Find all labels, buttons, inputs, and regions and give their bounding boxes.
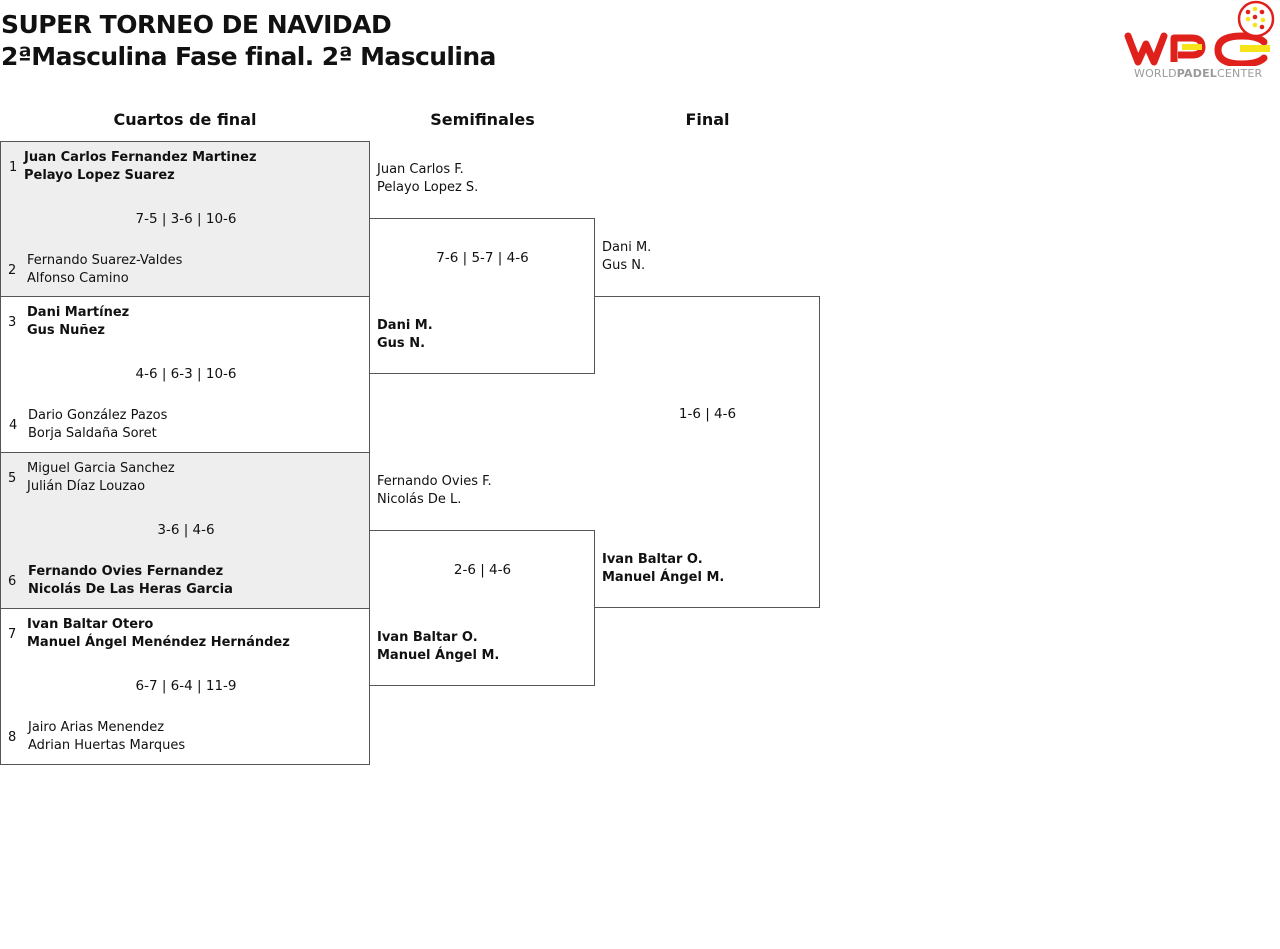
final-team-top: Dani M. Gus N. [602,239,651,275]
player-name: Nicolás De Las Heras Garcia [28,582,233,597]
logo-wordmark: WORLDPADELCENTER [1134,67,1263,80]
quarterfinal-match-1: 1 Juan Carlos Fernandez Martinez Pelayo … [0,141,370,297]
semifinal-match-1: 7-6 | 5-7 | 4-6 Dani M. Gus N. [370,218,595,374]
wpc-logo-mark [1124,0,1275,68]
player-name: Gus N. [377,336,426,351]
quarterfinal-match-3: 5 Miguel Garcia Sanchez Julián Díaz Louz… [0,453,370,609]
match-score: 4-6 | 6-3 | 10-6 [135,366,237,382]
player-name: Manuel Ángel Menéndez Hernández [27,635,290,650]
player-name: Ivan Baltar Otero [27,617,154,632]
team-names: Fernando Suarez-Valdes Alfonso Camino [27,252,182,288]
seed-number: 4 [9,418,18,433]
team-names-winner: Dani Martínez Gus Nuñez [27,304,129,340]
draw-subtitle: 2ªMasculina Fase final. 2ª Masculina [1,42,496,71]
wpc-logo: WORLDPADELCENTER [1122,0,1280,86]
player-name: Fernando Ovies F. [377,474,492,489]
semifinal-match-2: 2-6 | 4-6 Ivan Baltar O. Manuel Ángel M. [370,530,595,686]
team-names-winner: Ivan Baltar O. Manuel Ángel M. [602,551,724,587]
team-names-winner: Dani M. Gus N. [377,317,433,353]
quarterfinal-match-4: 7 Ivan Baltar Otero Manuel Ángel Menénde… [0,609,370,765]
match-score: 7-5 | 3-6 | 10-6 [135,211,237,227]
team-names-winner: Ivan Baltar Otero Manuel Ángel Menéndez … [27,616,290,652]
player-name: Fernando Suarez-Valdes [27,253,183,268]
round-header-quarterfinals: Cuartos de final [113,110,257,129]
match-score: 3-6 | 4-6 [157,522,215,538]
seed-number: 2 [8,263,17,278]
final-match: 1-6 | 4-6 Ivan Baltar O. Manuel Ángel M. [595,296,820,608]
match-score: 6-7 | 6-4 | 11-9 [135,678,237,694]
match-score: 7-6 | 5-7 | 4-6 [436,250,529,266]
team-names: Jairo Arias Menendez Adrian Huertas Marq… [28,719,185,755]
player-name: Borja Saldaña Soret [28,426,157,441]
player-name: Alfonso Camino [27,271,129,286]
player-name: Dario González Pazos [28,408,168,423]
player-name: Ivan Baltar O. [377,630,478,645]
player-name: Gus Nuñez [27,323,105,338]
player-name: Dani Martínez [27,305,130,320]
player-name: Juan Carlos Fernandez Martinez [24,150,257,165]
player-name: Dani M. [602,240,652,255]
player-name: Juan Carlos F. [377,162,464,177]
seed-number: 1 [9,160,18,175]
match-score: 2-6 | 4-6 [453,562,512,578]
match-score: 1-6 | 4-6 [678,406,737,422]
player-name: Manuel Ángel M. [377,648,500,663]
player-name: Pelayo Lopez S. [377,180,479,195]
player-name: Manuel Ángel M. [602,570,725,585]
seed-number: 7 [8,627,17,642]
player-name: Nicolás De L. [377,492,462,507]
team-names-winner: Juan Carlos Fernandez Martinez Pelayo Lo… [24,149,257,185]
player-name: Adrian Huertas Marques [28,738,186,753]
seed-number: 8 [8,730,17,745]
quarterfinal-match-2: 3 Dani Martínez Gus Nuñez 4-6 | 6-3 | 10… [0,297,370,453]
semifinal-1-team-top: Juan Carlos F. Pelayo Lopez S. [377,161,478,197]
team-names-winner: Ivan Baltar O. Manuel Ángel M. [377,629,499,665]
seed-number: 5 [8,471,17,486]
round-header-semifinals: Semifinales [430,110,535,129]
player-name: Ivan Baltar O. [602,552,703,567]
team-names-winner: Fernando Ovies Fernandez Nicolás De Las … [28,563,233,599]
round-header-final: Final [685,110,730,129]
player-name: Pelayo Lopez Suarez [24,168,175,183]
seed-number: 3 [8,315,17,330]
player-name: Gus N. [602,258,646,273]
team-names: Miguel Garcia Sanchez Julián Díaz Louzao [27,460,175,496]
player-name: Miguel Garcia Sanchez [27,461,175,476]
player-name: Dani M. [377,318,433,333]
player-name: Julián Díaz Louzao [27,479,146,494]
seed-number: 6 [8,574,17,589]
player-name: Jairo Arias Menendez [28,720,165,735]
team-names: Dario González Pazos Borja Saldaña Soret [28,407,167,443]
tournament-title: SUPER TORNEO DE NAVIDAD [1,10,392,39]
player-name: Fernando Ovies Fernandez [28,564,224,579]
semifinal-2-team-top: Fernando Ovies F. Nicolás De L. [377,473,492,509]
